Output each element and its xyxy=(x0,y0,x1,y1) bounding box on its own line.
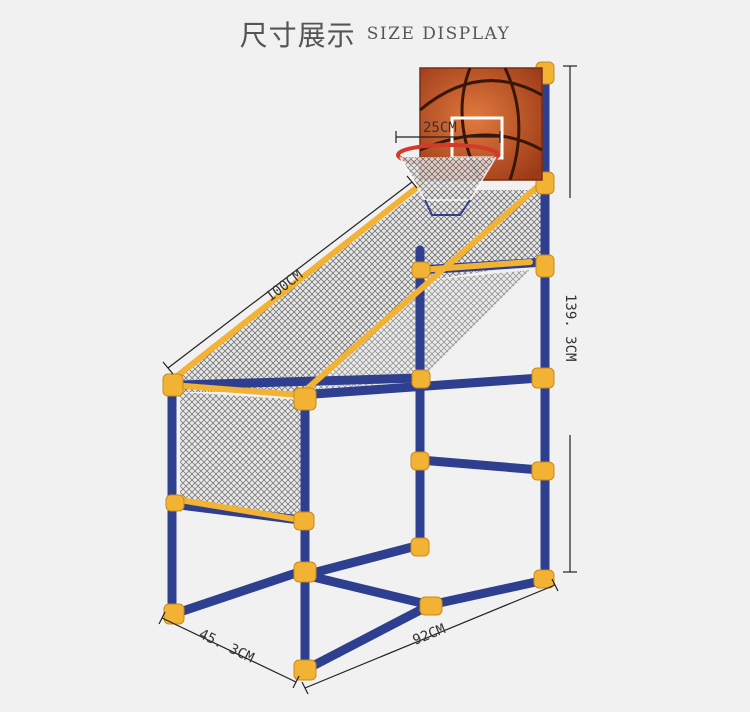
title-english: SIZE DISPLAY xyxy=(366,24,511,44)
hoop xyxy=(396,143,500,216)
net-mesh xyxy=(172,190,545,520)
hoop-diameter-label: 25CM xyxy=(423,120,457,136)
dimension-lines xyxy=(158,65,577,695)
title-chinese: 尺寸展示 xyxy=(239,19,356,52)
width-label: 92CM xyxy=(411,621,448,648)
page-title: 尺寸展示 SIZE DISPLAY xyxy=(0,14,750,54)
frame-yellow-rails xyxy=(169,177,548,523)
depth-label: 45. 3CM xyxy=(196,626,256,666)
height-label: 139. 3CM xyxy=(562,294,578,361)
